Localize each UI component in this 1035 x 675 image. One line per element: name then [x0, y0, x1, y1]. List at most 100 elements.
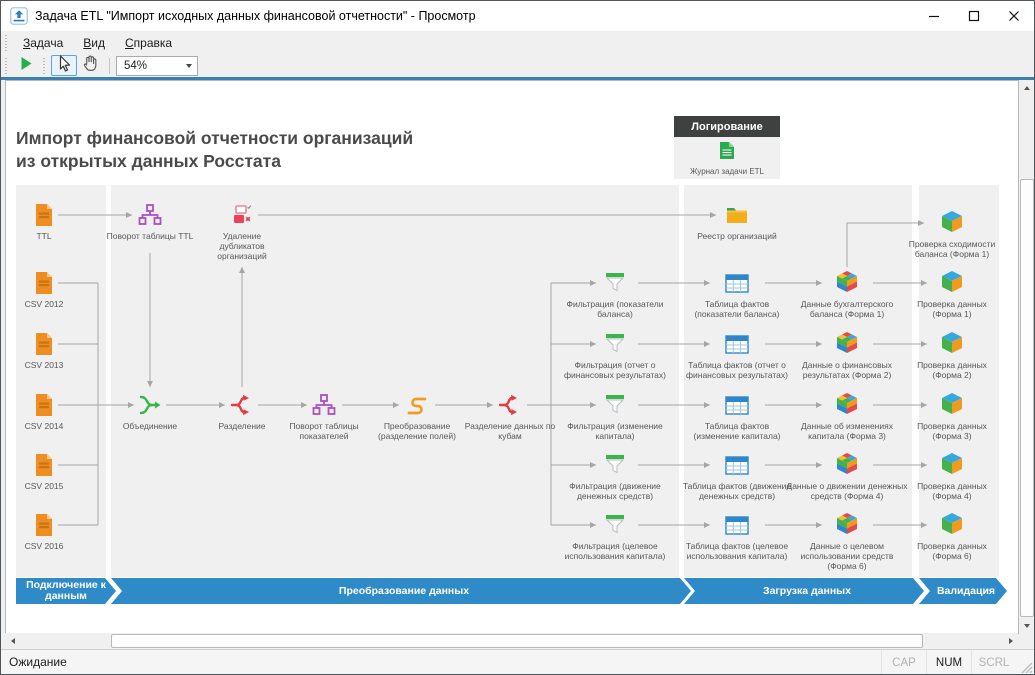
node-filter-balance[interactable]: Фильтрация (показатели баланса) [557, 268, 673, 319]
doc-icon [14, 200, 74, 230]
cubem-icon [793, 510, 901, 540]
node-label: Поворот таблицы TTL [106, 231, 194, 241]
node-split-by-cubes[interactable]: Разделение данных по кубам [462, 390, 558, 441]
node-fact-capital-change[interactable]: Таблица фактов (изменение капитала) [681, 390, 793, 441]
toolbar-accent-line [1, 77, 1034, 80]
node-label: Фильтрация (целевое использования капита… [564, 541, 666, 561]
node-label: Данные бухгалтерского баланса (Форма 1) [800, 299, 894, 319]
node-src-csv-2014[interactable]: CSV 2014 [14, 390, 74, 431]
node-split[interactable]: Разделение [197, 390, 287, 431]
vertical-scrollbar[interactable] [1019, 80, 1034, 633]
node-src-csv-2016[interactable]: CSV 2016 [14, 510, 74, 551]
resize-grip[interactable] [1020, 661, 1033, 674]
node-label: Разделение [218, 421, 266, 431]
node-registry-orgs[interactable]: Реестр организаций [687, 200, 787, 241]
node-label: Проверка сходимости баланса (Форма 1) [908, 239, 996, 259]
doc-icon [14, 450, 74, 480]
toolbar-grip-1[interactable] [4, 57, 9, 74]
cursor-icon [55, 54, 73, 77]
node-filter-fin-results[interactable]: Фильтрация (отчет о финансовых результат… [553, 329, 677, 380]
run-button[interactable] [13, 55, 39, 76]
node-cube-fin-results-f2[interactable]: Данные о финансовых результатах (Форма 2… [791, 329, 903, 380]
minimize-button[interactable] [914, 1, 954, 31]
cube-icon [906, 390, 998, 420]
node-cube-capital-change-f3[interactable]: Данные об изменениях капитала (Форма 3) [791, 390, 903, 441]
node-fact-fin-results[interactable]: Таблица фактов (отчет о финансовых резул… [674, 329, 800, 380]
menu-task[interactable]: Задача [23, 35, 64, 50]
menu-view[interactable]: Вид [83, 35, 105, 50]
diagram-canvas[interactable]: Импорт финансовой отчетности организаций… [5, 80, 1019, 634]
menu-bar: Задача Вид Справка [1, 31, 1034, 54]
node-fact-balance[interactable]: Таблица фактов (показатели баланса) [681, 268, 793, 319]
node-label: Поворот таблицы показателей [289, 421, 359, 441]
node-src-csv-2015[interactable]: CSV 2015 [14, 450, 74, 491]
node-label: Фильтрация (изменение капитала) [567, 421, 663, 441]
split-icon [462, 390, 558, 420]
logging-header: Логирование [674, 116, 780, 137]
menu-help[interactable]: Справка [125, 35, 173, 50]
node-check-f1[interactable]: Проверка данных (Форма 1) [906, 268, 998, 319]
horizontal-scroll-thumb[interactable] [111, 634, 923, 648]
indicator-scrl: SCRL [971, 650, 1016, 674]
node-label: Проверка данных (Форма 4) [917, 481, 987, 501]
node-filter-capital-change[interactable]: Фильтрация (изменение капитала) [557, 390, 673, 441]
close-button[interactable] [994, 1, 1034, 31]
scroll-left-button[interactable] [5, 633, 20, 648]
node-label: CSV 2015 [24, 481, 64, 491]
zoom-value: 54% [124, 59, 148, 72]
cube-icon [906, 450, 998, 480]
etl-log-node[interactable]: Журнал задачи ETL [674, 137, 780, 179]
node-pivot-indicators[interactable]: Поворот таблицы показателей [278, 390, 370, 441]
node-label: TTL [36, 231, 52, 241]
horizontal-scrollbar[interactable] [5, 633, 1018, 648]
chevron-down-icon[interactable] [181, 63, 197, 68]
zoom-combobox[interactable]: 54% [116, 55, 198, 76]
funnel-icon [556, 450, 674, 480]
toolbar-grip-2[interactable] [42, 57, 47, 74]
split-icon [197, 390, 287, 420]
node-cube-target-use-f6[interactable]: Данные о целевом использовании средств (… [793, 510, 901, 571]
node-dedupe-orgs[interactable]: Удаление дубликатов организаций [206, 200, 278, 261]
node-src-csv-2013[interactable]: CSV 2013 [14, 329, 74, 370]
table-icon [676, 510, 798, 540]
pan-tool-button[interactable] [77, 55, 103, 76]
cube-icon [898, 208, 1006, 238]
menu-grip[interactable] [4, 34, 9, 51]
node-label: Данные об изменениях капитала (Форма 3) [801, 421, 893, 441]
funnel-icon [553, 510, 677, 540]
logging-block: Логирование Журнал задачи ETL [674, 116, 780, 179]
select-tool-button[interactable] [51, 55, 77, 76]
vertical-scroll-thumb[interactable] [1020, 179, 1034, 617]
lane-bg-validate [919, 185, 999, 577]
node-check-f6[interactable]: Проверка данных (Форма 6) [906, 510, 998, 561]
scroll-up-button[interactable] [1019, 80, 1034, 95]
node-label: Таблица фактов (отчет о финансовых резул… [686, 360, 788, 380]
scroll-down-button[interactable] [1019, 618, 1034, 633]
cubem-icon [791, 329, 903, 359]
hand-icon [81, 54, 100, 78]
funnel-icon [553, 329, 677, 359]
table-icon [674, 450, 800, 480]
node-label: Объединение [122, 421, 178, 431]
node-filter-cash-flow[interactable]: Фильтрация (движение денежных средств) [556, 450, 674, 501]
node-src-ttl[interactable]: TTL [14, 200, 74, 241]
scroll-right-button[interactable] [1003, 633, 1018, 648]
node-check-balance-convergence-f1[interactable]: Проверка сходимости баланса (Форма 1) [898, 208, 1006, 259]
node-merge[interactable]: Объединение [105, 390, 195, 431]
node-check-f3[interactable]: Проверка данных (Форма 3) [906, 390, 998, 441]
node-fact-target-use[interactable]: Таблица фактов (целевое использования ка… [676, 510, 798, 561]
node-cube-balance-f1[interactable]: Данные бухгалтерского баланса (Форма 1) [790, 268, 904, 319]
scurve-icon [362, 390, 472, 420]
node-label: Таблица фактов (показатели баланса) [694, 299, 780, 319]
node-transform-split-fields[interactable]: Преобразование (разделение полей) [362, 390, 472, 441]
node-label: Фильтрация (показатели баланса) [566, 299, 664, 319]
node-check-f4[interactable]: Проверка данных (Форма 4) [906, 450, 998, 501]
node-pivot-ttl[interactable]: Поворот таблицы TTL [105, 200, 195, 241]
node-src-csv-2012[interactable]: CSV 2012 [14, 268, 74, 309]
node-filter-target-use[interactable]: Фильтрация (целевое использования капита… [553, 510, 677, 561]
maximize-button[interactable] [954, 1, 994, 31]
node-fact-cash-flow[interactable]: Таблица фактов (движение денежных средст… [674, 450, 800, 501]
node-cube-cash-flow-f4[interactable]: Данные о движении денежных средств (Форм… [783, 450, 911, 501]
node-check-f2[interactable]: Проверка данных (Форма 2) [906, 329, 998, 380]
